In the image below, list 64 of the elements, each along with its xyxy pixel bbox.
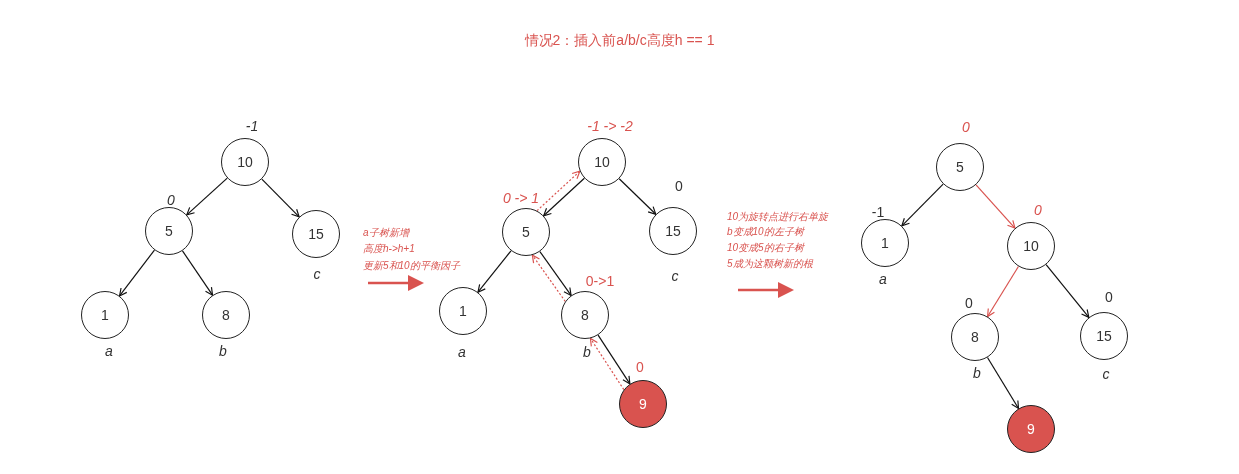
node-value: 5 xyxy=(956,159,964,175)
arrow xyxy=(986,356,1020,410)
tree-node-circle xyxy=(1007,405,1055,453)
node-value: 9 xyxy=(639,396,647,412)
balance-factor-label: 0 -> 1 xyxy=(502,190,540,206)
arrow xyxy=(597,334,631,385)
balance-factor-label: -1 -> -2 xyxy=(587,118,633,134)
balance-factor-label: 0 xyxy=(167,192,175,208)
subtree-label: b xyxy=(973,365,981,381)
node-value: 9 xyxy=(1027,421,1035,437)
arrow xyxy=(261,178,300,218)
node-value: 10 xyxy=(594,154,610,170)
arrow xyxy=(186,177,228,216)
balance-factor-label: 0 xyxy=(965,295,973,311)
balance-factor-label: -1 xyxy=(245,118,259,134)
arrow xyxy=(1045,264,1090,318)
arrow xyxy=(477,250,512,293)
balance-factor-label: 0 xyxy=(636,359,644,375)
node-value: 5 xyxy=(522,224,530,240)
subtree-label: c xyxy=(671,268,679,284)
node-value: 15 xyxy=(308,226,324,242)
arrow xyxy=(987,265,1019,318)
balance-factor-label: 0->1 xyxy=(585,273,615,289)
subtree-label: c xyxy=(1102,366,1110,382)
balance-factor-label: 0 xyxy=(675,178,683,194)
arrow xyxy=(118,249,156,297)
arrow xyxy=(539,250,572,297)
node-value: 8 xyxy=(222,307,230,323)
subtree-label: a xyxy=(458,344,466,360)
arrow xyxy=(618,178,657,215)
note-text: 10为旋转点进行右单旋 xyxy=(727,210,829,224)
node-value: 15 xyxy=(1096,328,1112,344)
node-value: 1 xyxy=(459,303,467,319)
note-text: 5成为这颗树新的根 xyxy=(727,257,813,271)
node-value: 15 xyxy=(665,223,681,239)
arrow xyxy=(531,254,566,302)
note-text: 10变成5的右子树 xyxy=(727,241,804,255)
node-value: 1 xyxy=(101,307,109,323)
node-value: 8 xyxy=(581,307,589,323)
subtree-label: b xyxy=(219,343,227,359)
subtree-label: a xyxy=(879,271,887,287)
arrow xyxy=(536,170,581,212)
node-value: 1 xyxy=(881,235,889,251)
node-value: 8 xyxy=(971,329,979,345)
node-value: 5 xyxy=(165,223,173,239)
note-text: 更新5和10的平衡因子 xyxy=(363,259,460,273)
balance-factor-label: 0 xyxy=(1034,202,1042,218)
diagram-title: 情况2：插入前a/b/c高度h == 1 xyxy=(523,32,716,50)
arrow xyxy=(901,183,944,227)
note-text: b变成10的左子树 xyxy=(727,225,804,239)
arrow xyxy=(975,184,1016,229)
arrow xyxy=(543,177,585,217)
node-value: 10 xyxy=(237,154,253,170)
balance-factor-label: -1 xyxy=(871,204,885,220)
arrow xyxy=(181,250,214,296)
note-text: a子树新增 xyxy=(363,226,409,240)
subtree-label: c xyxy=(313,266,321,282)
subtree-label: b xyxy=(583,344,591,360)
node-value: 10 xyxy=(1023,238,1039,254)
arrow xyxy=(589,337,625,391)
note-text: 高度h->h+1 xyxy=(363,242,415,256)
balance-factor-label: 0 xyxy=(1105,289,1113,305)
subtree-label: a xyxy=(105,343,113,359)
balance-factor-label: 0 xyxy=(962,119,970,135)
